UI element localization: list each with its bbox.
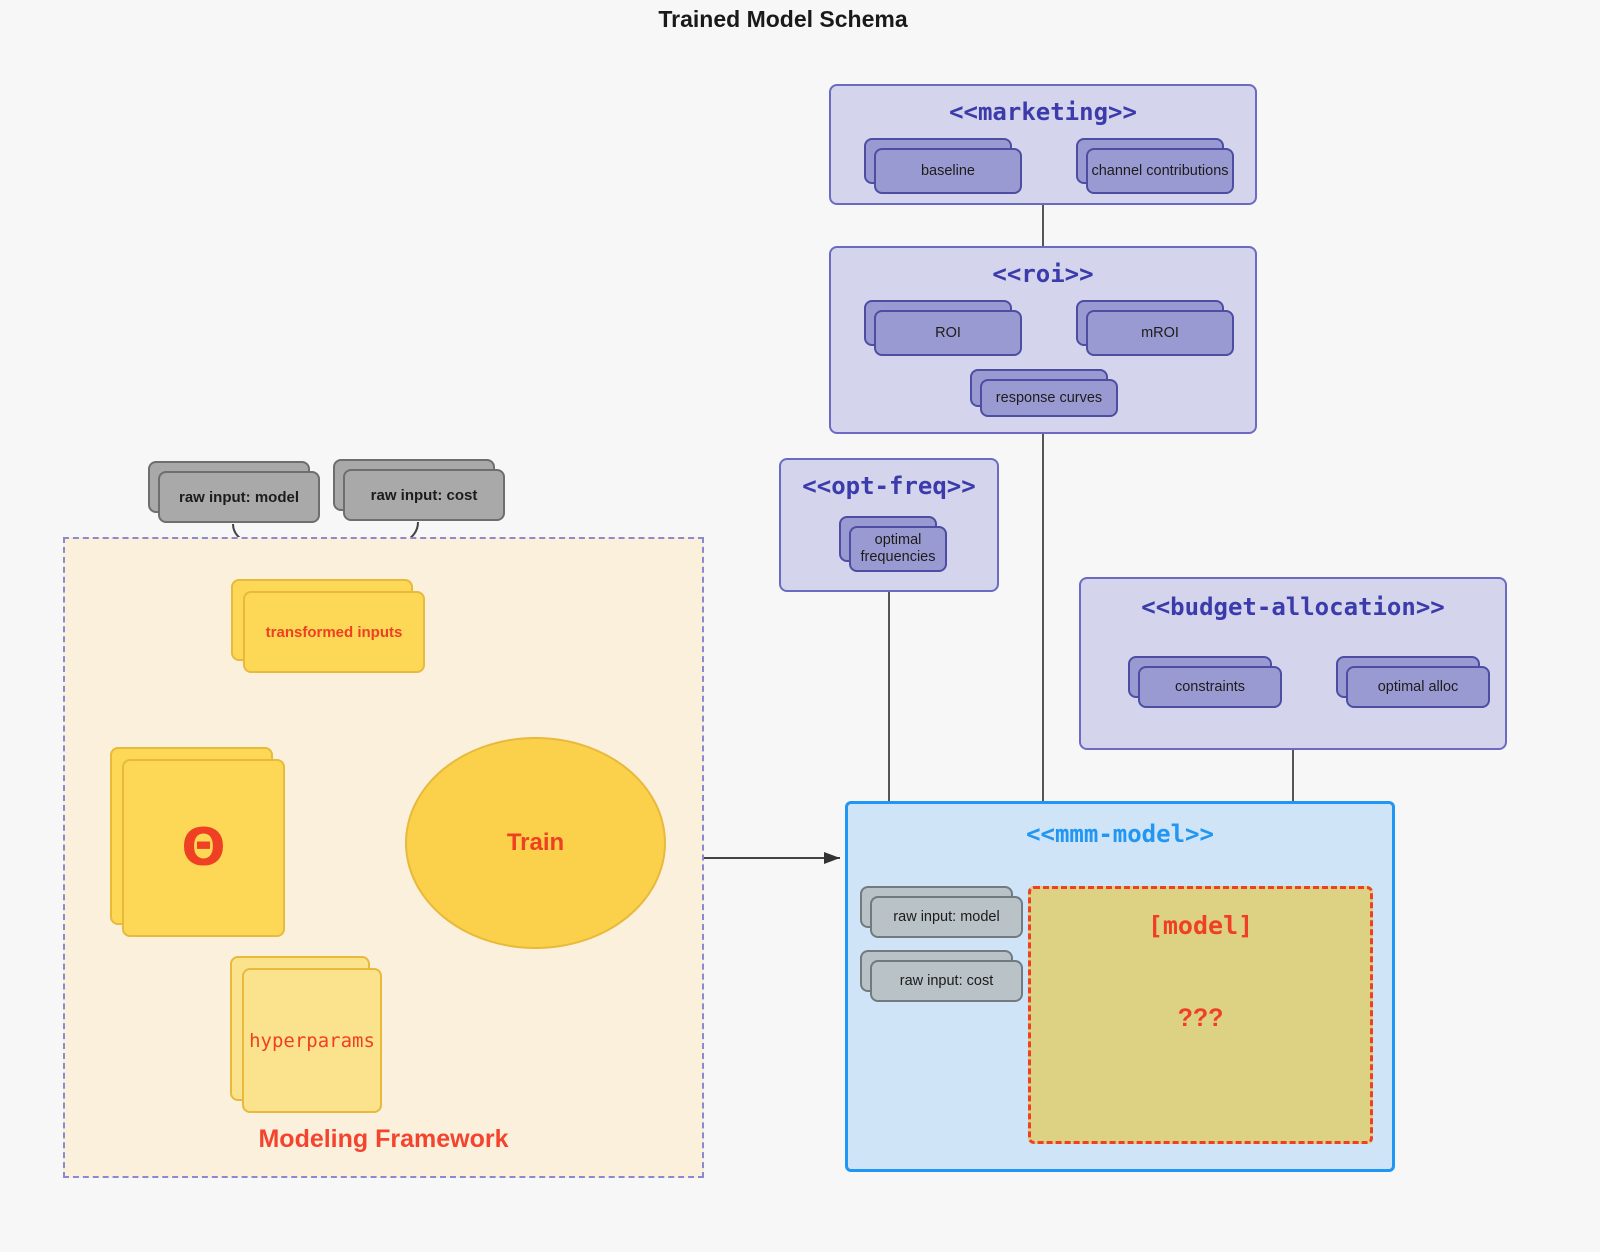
- node-hyperparams[interactable]: hyperparams: [230, 956, 382, 1113]
- card-label: raw input: cost: [343, 469, 505, 521]
- card-label: transformed inputs: [243, 591, 425, 673]
- card-label: raw input: cost: [870, 960, 1023, 1002]
- card-roi[interactable]: ROI: [864, 300, 1022, 356]
- package-marketing-title: <<marketing>>: [949, 98, 1137, 126]
- package-opt-freq[interactable]: <<opt-freq>> optimal frequencies: [779, 458, 999, 592]
- card-label: ROI: [874, 310, 1022, 356]
- input-raw-input-cost[interactable]: raw input: cost: [333, 459, 505, 521]
- model-placeholder-box[interactable]: [model] ???: [1028, 886, 1373, 1144]
- card-raw-input-model[interactable]: raw input: model: [860, 886, 1023, 938]
- node-train-label: Train: [506, 829, 565, 856]
- package-roi[interactable]: <<roi>> ROI mROI response curves: [829, 246, 1257, 434]
- model-label: [model]: [1147, 911, 1254, 940]
- package-mmm-model-title: <<mmm-model>>: [1026, 820, 1214, 848]
- package-budget-allocation[interactable]: <<budget-allocation>> constraints optima…: [1079, 577, 1507, 750]
- card-constraints[interactable]: constraints: [1128, 656, 1282, 708]
- package-mmm-model[interactable]: <<mmm-model>> raw input: model raw input…: [845, 801, 1395, 1172]
- card-raw-input-cost[interactable]: raw input: cost: [860, 950, 1023, 1002]
- card-optimal-alloc[interactable]: optimal alloc: [1336, 656, 1490, 708]
- node-transformed-inputs[interactable]: transformed inputs: [231, 579, 425, 673]
- card-label: raw input: model: [870, 896, 1023, 938]
- node-train[interactable]: Train: [405, 737, 666, 949]
- card-label: channel contributions: [1086, 148, 1234, 194]
- input-raw-input-model[interactable]: raw input: model: [148, 461, 320, 523]
- card-channel-contributions[interactable]: channel contributions: [1076, 138, 1234, 194]
- card-label: baseline: [874, 148, 1022, 194]
- package-opt-freq-title: <<opt-freq>>: [802, 472, 976, 500]
- node-theta[interactable]: Θ: [110, 747, 285, 937]
- page-title: Trained Model Schema: [658, 6, 908, 32]
- card-label: mROI: [1086, 310, 1234, 356]
- card-label: raw input: model: [158, 471, 320, 523]
- card-response-curves[interactable]: response curves: [970, 369, 1118, 417]
- card-optimal-frequencies[interactable]: optimal frequencies: [839, 516, 947, 572]
- card-label: response curves: [980, 379, 1118, 417]
- modeling-framework-label: Modeling Framework: [258, 1125, 509, 1153]
- package-roi-title: <<roi>>: [992, 260, 1094, 288]
- card-label: hyperparams: [242, 968, 382, 1113]
- card-label: constraints: [1138, 666, 1282, 708]
- package-budget-allocation-title: <<budget-allocation>>: [1141, 593, 1445, 621]
- model-unknown-label: ???: [1177, 1004, 1224, 1032]
- card-label: optimal frequencies: [849, 526, 947, 572]
- package-marketing[interactable]: <<marketing>> baseline channel contribut…: [829, 84, 1257, 205]
- card-baseline[interactable]: baseline: [864, 138, 1022, 194]
- card-label: Θ: [122, 759, 285, 937]
- card-label: optimal alloc: [1346, 666, 1490, 708]
- card-mroi[interactable]: mROI: [1076, 300, 1234, 356]
